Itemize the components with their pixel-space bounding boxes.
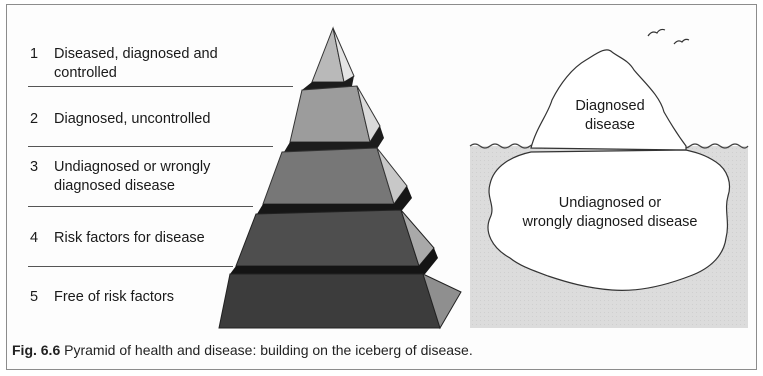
pyramid-tier-3 [263,148,407,204]
pyramid-tier-5 [219,274,461,328]
bird-icon [648,29,665,36]
pyramid-tier-2 [290,86,380,142]
iceberg-above-label: Diagnosed disease [545,97,675,135]
iceberg-below-label-line2: wrongly diagnosed disease [500,213,720,232]
iceberg-below-label: Undiagnosed or wrongly diagnosed disease [500,194,720,232]
iceberg-below-label-line1: Undiagnosed or [500,194,720,213]
iceberg-illustration [470,29,748,328]
iceberg-above-label-line2: disease [545,116,675,135]
bird-icon [674,39,689,44]
caption-label: Fig. 6.6 [12,342,60,358]
pyramid-tier-1 [312,28,354,82]
caption-text: Pyramid of health and disease: building … [60,342,473,358]
figure-caption: Fig. 6.6 Pyramid of health and disease: … [12,342,473,358]
iceberg-above-label-line1: Diagnosed [545,97,675,116]
pyramid-tier-4 [236,210,434,266]
